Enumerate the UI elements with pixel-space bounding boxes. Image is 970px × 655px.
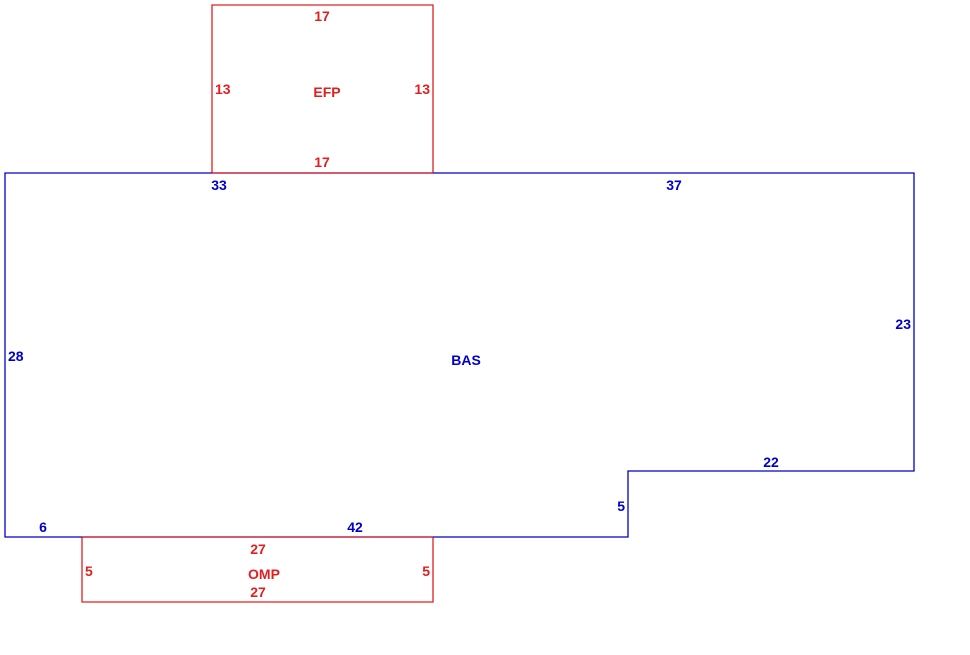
efp-dim-bottom: 17 [314, 154, 330, 170]
efp-label: EFP [313, 84, 340, 100]
efp-area [211, 4, 434, 173]
omp-dim-top: 27 [250, 541, 266, 557]
bas-dim-step-top: 22 [763, 454, 779, 470]
efp-dim-top: 17 [314, 8, 330, 24]
bas-dim-top-left: 33 [211, 177, 227, 193]
omp-area [81, 537, 434, 603]
bas-outline [4, 172, 915, 538]
bas-dim-top-right: 37 [666, 177, 682, 193]
omp-dim-bottom: 27 [250, 584, 266, 600]
efp-dim-left: 13 [215, 81, 231, 97]
efp-dim-right: 13 [414, 81, 430, 97]
bas-dim-bottom-mid: 42 [347, 519, 363, 535]
bas-area [4, 172, 915, 538]
omp-label: OMP [248, 566, 280, 582]
omp-dim-right: 5 [422, 563, 430, 579]
bas-dim-right: 23 [895, 316, 911, 332]
bas-dim-step-side: 5 [617, 498, 625, 514]
omp-outline [81, 537, 434, 603]
efp-outline [211, 4, 434, 173]
bas-dim-bottom-left: 6 [39, 519, 47, 535]
bas-dim-left: 28 [8, 348, 24, 364]
omp-dim-left: 5 [85, 563, 93, 579]
bas-label: BAS [451, 352, 481, 368]
